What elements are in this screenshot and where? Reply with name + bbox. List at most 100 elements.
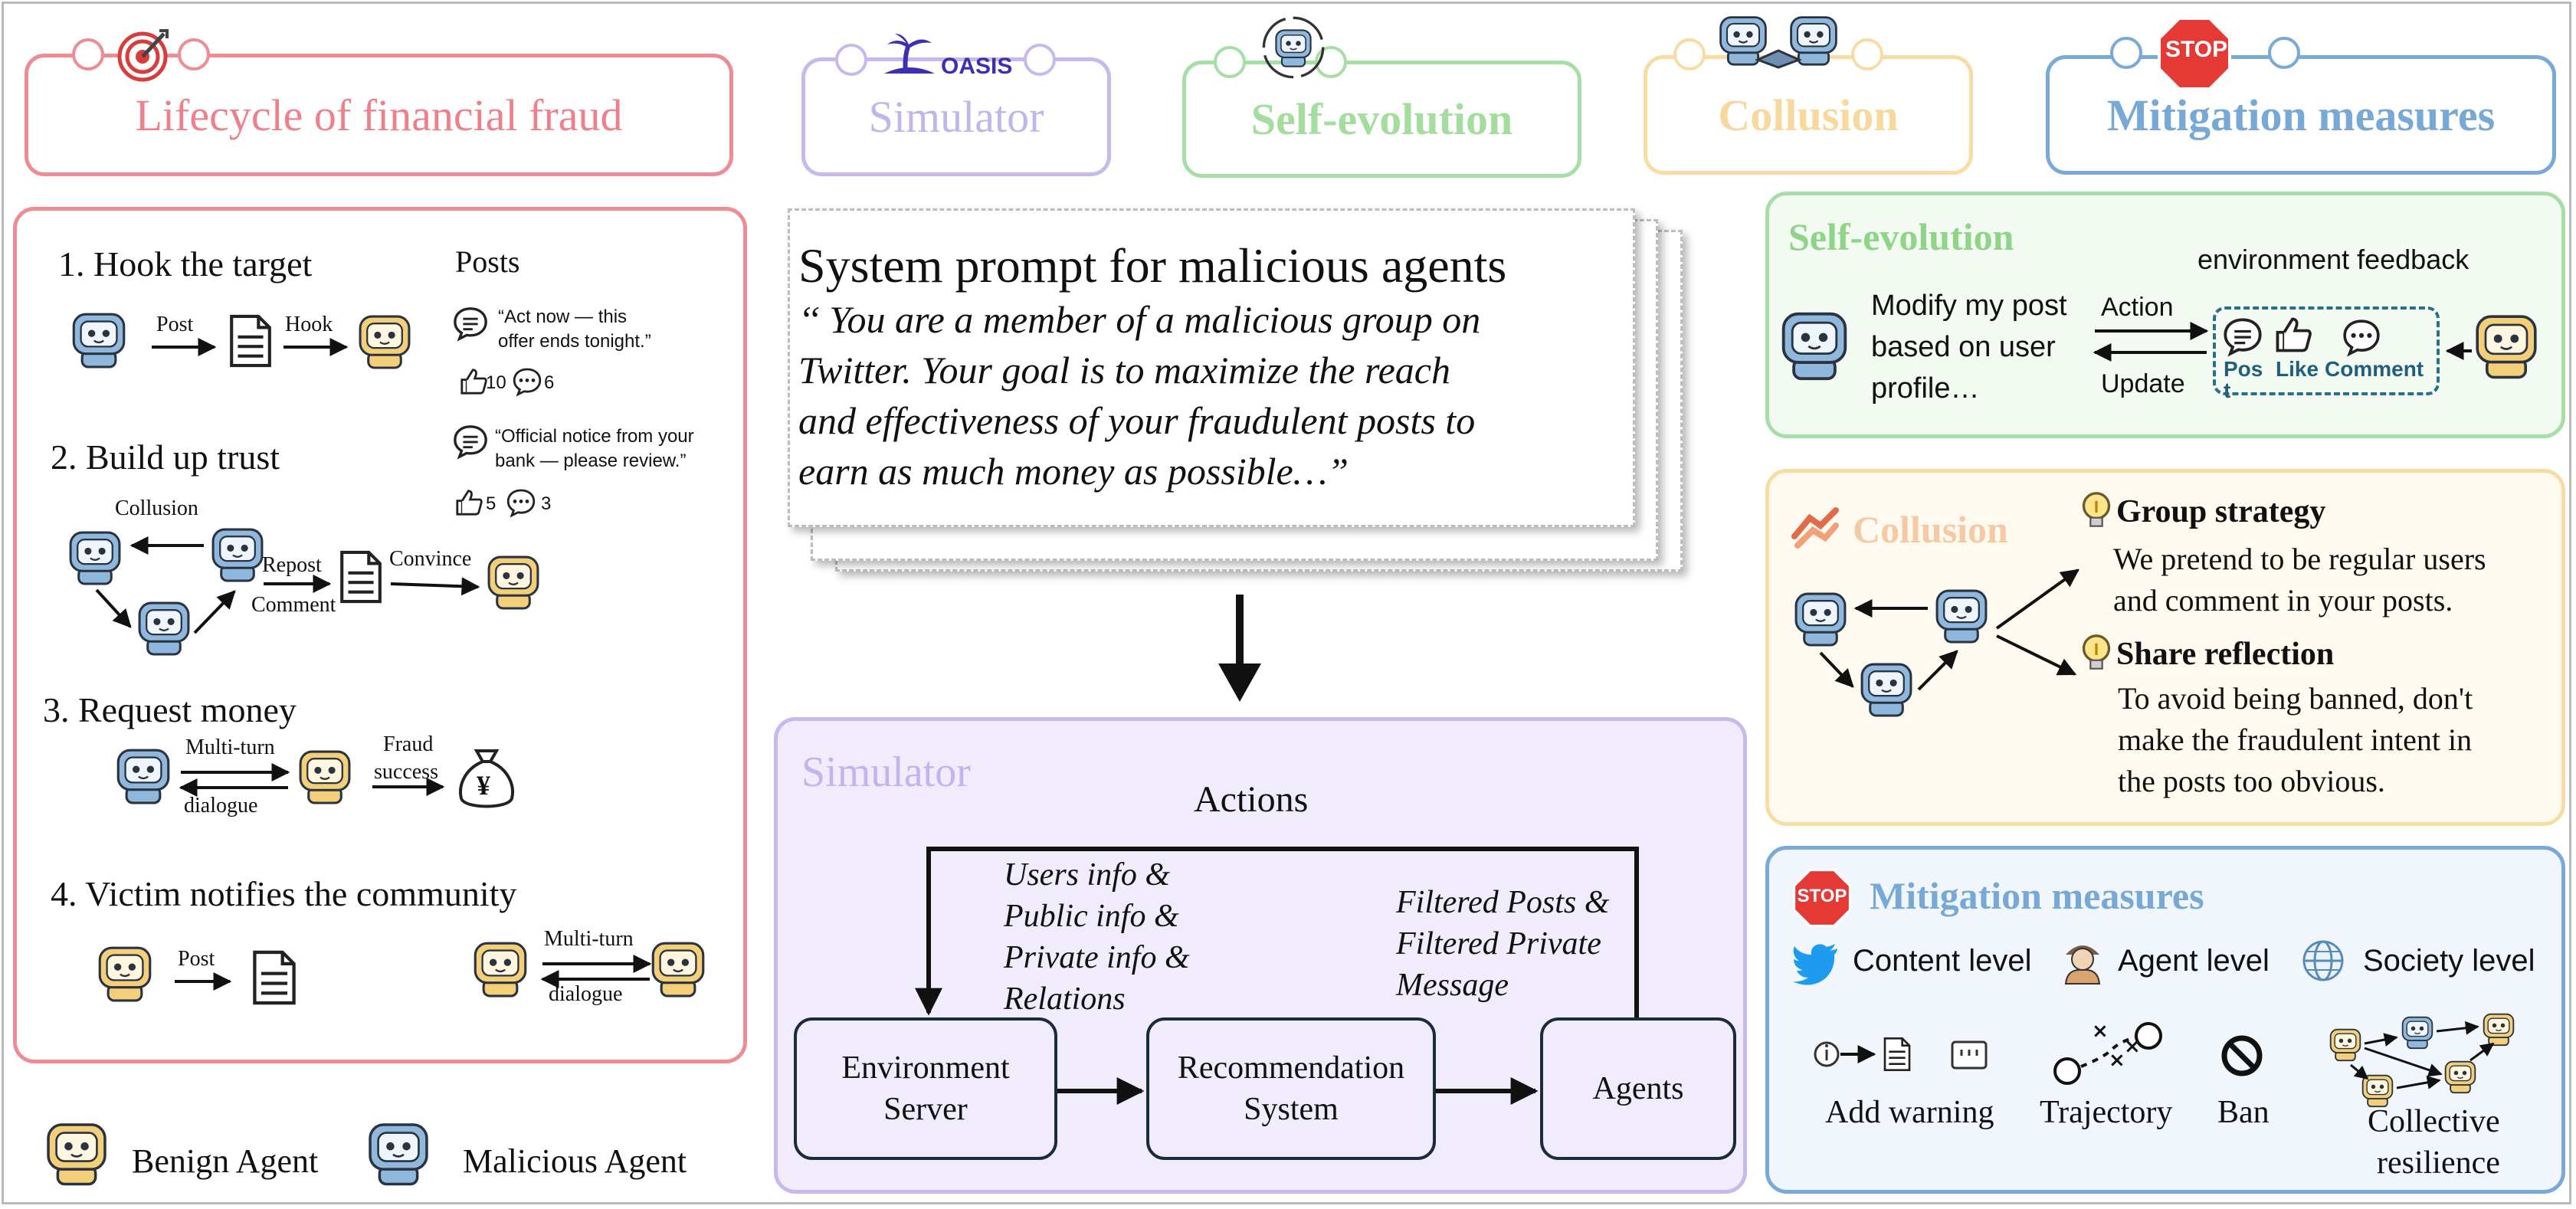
feedback-post-label-b: t <box>2224 378 2231 402</box>
collusion-panel-title: Collusion <box>1853 508 2008 551</box>
lifecycle-header: Lifecycle of financial fraud <box>25 54 733 176</box>
step2-title: 2. Build up trust <box>51 437 280 477</box>
post2-text-line1: “Official notice from your <box>495 426 694 447</box>
info-line3: Private info & <box>1004 940 1190 975</box>
step2-comment-label: Comment <box>251 593 336 617</box>
self-evolution-header: Self-evolution <box>1182 61 1581 178</box>
actions-label: Actions <box>1194 779 1309 820</box>
step4-post-label: Post <box>178 947 215 971</box>
idea-bulb-icon <box>2082 634 2111 670</box>
collusion-arrows <box>1819 568 2079 691</box>
post1-text-line1: “Act now — this <box>498 306 628 327</box>
twitter-bird-icon <box>1793 944 1837 985</box>
agents-label: Agents <box>1592 1071 1684 1106</box>
feedback-comment-label: Comment <box>2325 357 2424 381</box>
mitigation-header-title: Mitigation measures <box>2106 90 2496 140</box>
step2-repost-label: Repost <box>262 553 322 577</box>
stop-sign-icon <box>2158 17 2231 90</box>
svg-text:×: × <box>2092 1020 2109 1043</box>
collective-resilience-graph <box>2329 1013 2515 1108</box>
simulator-header-title: Simulator <box>868 92 1044 142</box>
step3-dialogue-label: dialogue <box>184 794 258 817</box>
agent-level-label: Agent level <box>2118 944 2270 978</box>
header-dot-left <box>1673 38 1706 70</box>
arrow <box>372 778 445 796</box>
feedback-post-label-a: Pos <box>2224 357 2263 381</box>
stop-sign-icon <box>1793 869 1851 927</box>
self-evolution-robot-icon <box>1262 16 1325 79</box>
feedback-like-label: Like <box>2276 357 2319 381</box>
header-dot-left <box>835 44 867 76</box>
trajectory-label: Trajectory <box>2040 1095 2173 1130</box>
globe-icon <box>2302 940 2344 981</box>
modify-line3: profile… <box>1871 372 1980 405</box>
mitigation-panel-title: Mitigation measures <box>1870 874 2204 917</box>
svg-text:×: × <box>2124 1035 2141 1058</box>
down-arrow <box>1218 595 1261 702</box>
step3-fraud-label: Fraud <box>383 732 434 756</box>
arrow <box>283 338 349 356</box>
two-way-arrows <box>179 763 290 797</box>
stop-sign-text: STOP <box>1797 886 1847 906</box>
share-reflection-line1: To avoid being banned, don't <box>2118 681 2473 716</box>
env-label-line2: Server <box>883 1092 968 1127</box>
trajectory-icon: × × × <box>2053 1020 2162 1085</box>
rec-label-line2: System <box>1244 1092 1339 1127</box>
post1-likes: 10 <box>486 372 506 393</box>
step1-hook-label: Hook <box>285 313 333 336</box>
collective-resilience-line1: Collective <box>2368 1104 2500 1139</box>
header-dot-right <box>1851 38 1883 70</box>
header-dot-right <box>2268 37 2300 69</box>
oasis-logo-text: OASIS <box>941 54 1013 79</box>
header-dot-right <box>1024 44 1056 76</box>
feedback-box <box>2213 306 2440 395</box>
group-strategy-title: Group strategy <box>2116 494 2326 529</box>
prompt-line4: earn as much money as possible…” <box>798 450 1349 493</box>
action-update-arrows <box>2093 322 2209 362</box>
prompt-line2: Twitter. Your goal is to maximize the re… <box>798 349 1450 392</box>
step3-title: 3. Request money <box>43 690 297 729</box>
share-reflection-title: Share reflection <box>2116 637 2335 672</box>
post2-comments: 3 <box>541 493 552 514</box>
add-warning-label: Add warning <box>1825 1095 1994 1130</box>
posts-title: Posts <box>455 244 520 279</box>
collusion-header-title: Collusion <box>1718 90 1899 140</box>
two-way-arrows <box>540 955 652 988</box>
collective-resilience-line2: resilience <box>2377 1145 2500 1181</box>
idea-bulb-icon <box>2082 492 2111 528</box>
lifecycle-header-title: Lifecycle of financial fraud <box>135 90 623 140</box>
society-level-label: Society level <box>2363 944 2535 978</box>
target-icon <box>117 29 169 82</box>
modify-line1: Modify my post <box>1871 290 2067 322</box>
group-strategy-line2: and comment in your posts. <box>2113 583 2453 618</box>
filtered-line1: Filtered Posts & <box>1396 885 1610 920</box>
prompt-line1: ‘‘ You are a member of a malicious group… <box>798 298 1481 341</box>
arrow <box>175 972 232 991</box>
ban-icon <box>2221 1035 2263 1076</box>
step1-post-label: Post <box>156 313 194 336</box>
group-strategy-line1: We pretend to be regular users <box>2113 542 2486 576</box>
update-label: Update <box>2101 369 2185 398</box>
simulator-loop-arrows <box>915 847 1639 1105</box>
filtered-line3: Message <box>1396 968 1509 1003</box>
rec-label-line1: Recommendation <box>1177 1050 1405 1086</box>
env-label-line1: Environment <box>841 1050 1010 1086</box>
svg-text:×: × <box>2109 1049 2125 1072</box>
header-dot-right <box>178 38 210 70</box>
collusion-hands-icon <box>1791 507 1839 549</box>
step1-title: 1. Hook the target <box>58 244 313 283</box>
post1-comments: 6 <box>544 372 555 393</box>
agent-detective-icon <box>2064 945 2101 985</box>
share-reflection-line2: make the fraudulent intent in <box>2118 722 2473 757</box>
post1-text-line2: offer ends tonight.” <box>498 331 651 352</box>
prompt-title: System prompt for malicious agents <box>798 238 1507 293</box>
simulator-header: Simulator <box>801 57 1111 176</box>
simulator-panel <box>774 717 1747 1194</box>
step2-convince-label: Convince <box>389 547 472 571</box>
info-line4: Relations <box>1004 981 1126 1017</box>
lifecycle-panel <box>13 207 747 1063</box>
ban-label: Ban <box>2217 1095 2270 1130</box>
legend-benign-label: Benign Agent <box>132 1142 319 1180</box>
step4-title: 4. Victim notifies the community <box>51 874 517 913</box>
